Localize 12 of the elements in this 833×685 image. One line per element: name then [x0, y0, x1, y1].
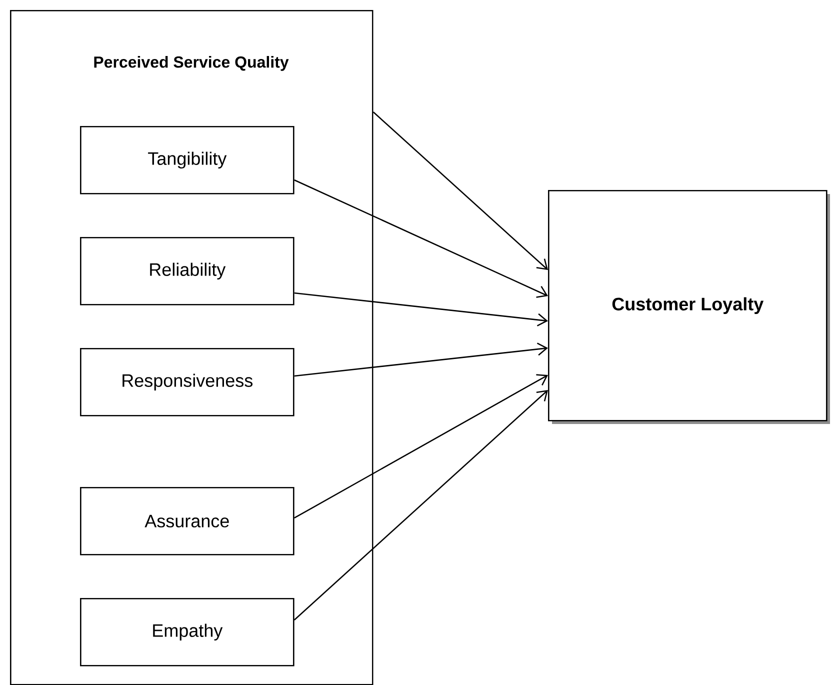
- arrow: [294, 179, 548, 298]
- concept-box: Responsiveness: [80, 348, 294, 416]
- arrow: [294, 390, 548, 620]
- arrow: [294, 292, 548, 326]
- arrow: [372, 112, 548, 270]
- arrow: [294, 342, 548, 377]
- concept-box: Assurance: [80, 487, 294, 556]
- concept-box: Empathy: [80, 598, 294, 666]
- concept-box: Reliability: [80, 237, 294, 306]
- outcome-box: Customer Loyalty: [548, 190, 830, 424]
- arrow: [294, 374, 548, 519]
- concept-box: Tangibility: [80, 126, 294, 194]
